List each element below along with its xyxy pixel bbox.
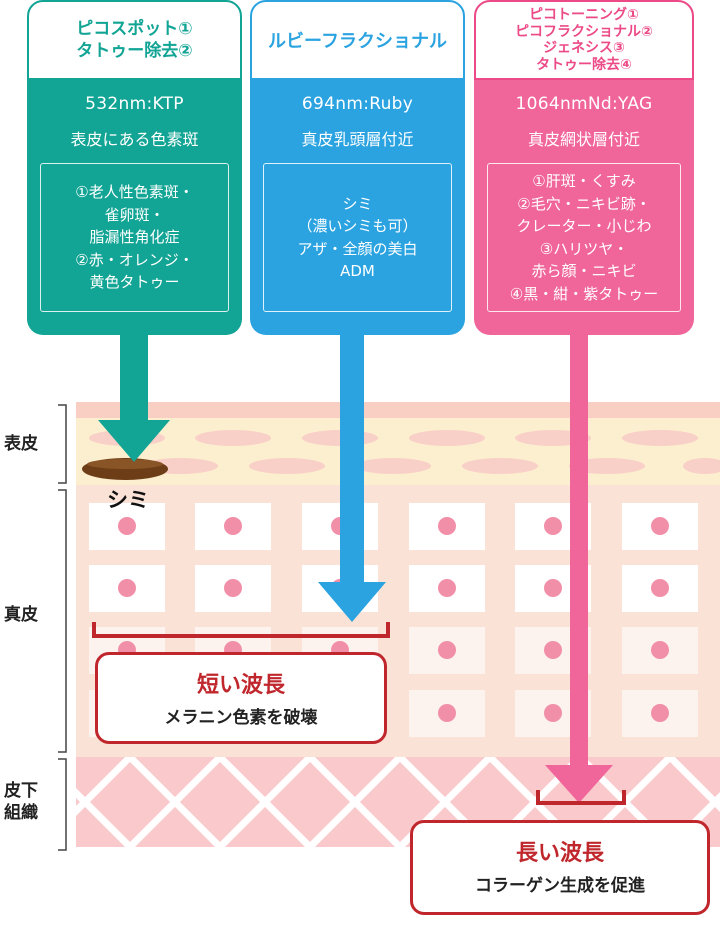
layer-brackets [58,404,67,851]
indication-line: 雀卵斑・ [104,205,165,224]
tab-pico-spot: ピコスポット① タトゥー除去② [27,0,242,80]
long-wavelength-desc: コラーゲン生成を促進 [475,876,645,896]
indications-box: ①老人性色素斑・ 雀卵斑・ 脂漏性角化症 ②赤・オレンジ・ 黄色タトゥー [40,163,229,312]
short-wavelength-desc: メラニン色素を破壊 [164,708,318,728]
spot-label: シミ [107,488,149,512]
wavelength-label: 532nm:KTP [85,94,184,114]
column-ruby: 694nm:Ruby 真皮乳頭層付近 シミ （濃いシミも可） アザ・全顔の美白 … [250,80,465,335]
indication-line: 黄色タトゥー [89,273,180,292]
short-bracket [92,622,390,638]
label-subcutis: 皮下 組織 [4,781,38,823]
indication-line: ADM [340,262,375,280]
label-epidermis: 表皮 [4,434,38,454]
tab-line: タトゥー除去④ [536,56,632,73]
tab-line: ルビーフラクショナル [268,31,447,52]
indication-line: ①老人性色素斑・ [75,183,194,202]
indication-line: シミ [342,194,373,213]
target-label: 表皮にある色素斑 [70,130,199,149]
epidermis-top-stripe [76,402,720,418]
indication-line: アザ・全顔の美白 [297,239,418,258]
indication-line: ④黒・紺・紫タトゥー [509,284,659,303]
long-bracket [536,790,626,805]
indication-line: ②毛穴・ニキビ跡・ [517,194,651,213]
tab-pico-toning: ピコトーニング① ピコフラクショナル② ジェネシス③ タトゥー除去④ [474,0,694,80]
indication-line: ②赤・オレンジ・ [75,250,194,269]
wavelength-label: 1064nmNd:YAG [515,94,653,114]
tab-line: ピコフラクショナル② [515,23,653,40]
indication-line: 赤ら顔・ニキビ [531,262,637,280]
tab-line: ジェネシス③ [543,40,625,56]
wavelength-label: 694nm:Ruby [301,94,414,114]
short-wavelength-box: 短い波長 メラニン色素を破壊 [95,652,387,744]
tab-line: ピコスポット① [76,19,193,39]
short-wavelength-title: 短い波長 [196,673,285,698]
pink-arrow [545,335,613,803]
indication-line: （濃いシミも可） [297,217,418,235]
epidermis-layer [76,418,720,485]
indications-box: シミ （濃いシミも可） アザ・全顔の美白 ADM [263,163,452,312]
indication-line: ③ハリツヤ・ [539,239,629,258]
long-wavelength-box: 長い波長 コラーゲン生成を促進 [410,820,710,915]
label-dermis: 真皮 [4,605,38,625]
blue-arrow [318,335,386,622]
indications-box: ①肝斑・くすみ ②毛穴・ニキビ跡・ クレーター・小じわ ③ハリツヤ・ 赤ら顔・ニ… [487,163,681,312]
target-label: 真皮乳頭層付近 [301,130,414,149]
teal-arrow [98,335,170,462]
long-wavelength-title: 長い波長 [515,841,604,866]
indication-line: クレーター・小じわ [516,217,652,235]
tab-ruby-fractional: ルビーフラクショナル [250,0,465,80]
indication-line: 脂漏性角化症 [89,228,180,247]
tab-line: ピコトーニング① [529,7,639,23]
column-ktp: 532nm:KTP 表皮にある色素斑 ①老人性色素斑・ 雀卵斑・ 脂漏性角化症 … [27,80,242,335]
indication-line: ①肝斑・くすみ [532,172,636,190]
tab-line: タトゥー除去② [76,41,193,61]
target-label: 真皮網状層付近 [527,130,640,149]
column-ndyag: 1064nmNd:YAG 真皮網状層付近 ①肝斑・くすみ ②毛穴・ニキビ跡・ ク… [474,80,694,335]
